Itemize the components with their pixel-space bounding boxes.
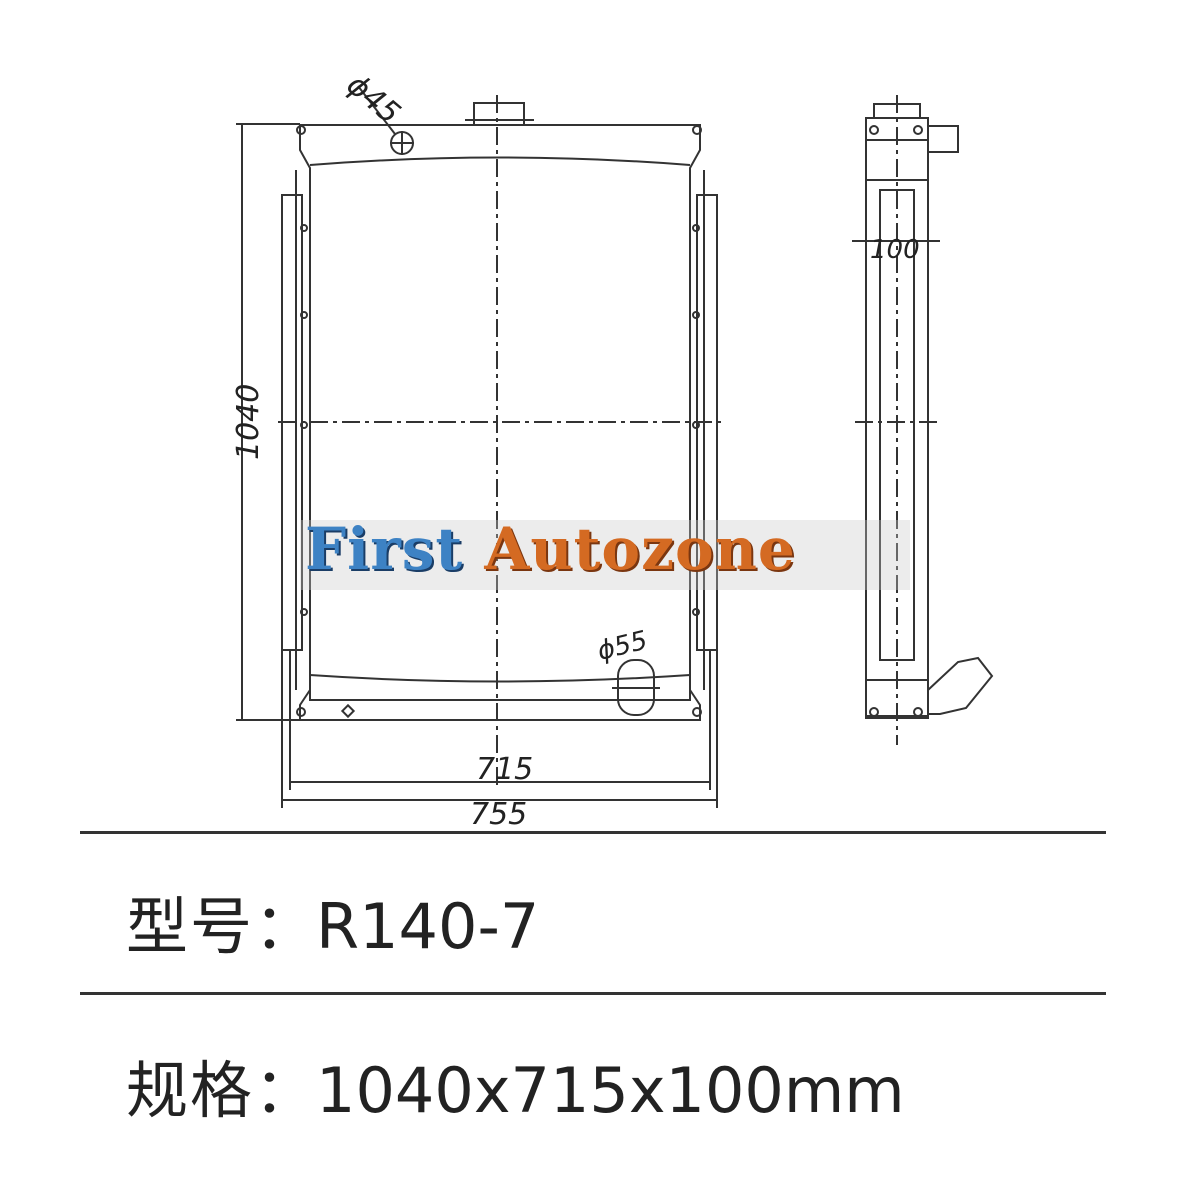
divider-middle	[80, 992, 1106, 995]
size-row: 规格：1040x715x100mm	[126, 1040, 905, 1130]
top-port-diameter-label: ϕ45	[340, 67, 407, 131]
watermark-word-first: First	[305, 515, 464, 583]
depth-label: 100	[870, 235, 920, 265]
size-label: 规格	[126, 1054, 255, 1127]
watermark-logo: First Autozone	[305, 515, 796, 583]
bottom-tank	[309, 673, 691, 701]
divider-top	[80, 831, 1106, 834]
side-view-bottom-outlet	[927, 656, 994, 715]
size-separator: ：	[254, 1054, 317, 1127]
watermark-band	[300, 520, 910, 590]
model-separator: ：	[254, 890, 317, 963]
side-view-top-outlet	[927, 125, 959, 153]
height-label: 1040	[231, 384, 266, 460]
radiator-technical-drawing: 1040 715 755 100 ϕ45 ϕ55	[231, 67, 994, 830]
inner-width-label: 715	[476, 752, 533, 787]
radiator-core-outline	[299, 124, 701, 721]
watermark-word-autozone: Autozone	[484, 515, 796, 583]
top-tank	[309, 156, 691, 166]
model-row: 型号：R140-7	[126, 876, 539, 966]
model-value: R140-7	[316, 890, 540, 963]
outer-width-label: 755	[470, 797, 527, 830]
model-label: 型号	[126, 890, 255, 963]
filler-neck	[473, 102, 525, 126]
size-value: 1040x715x100mm	[316, 1054, 905, 1127]
